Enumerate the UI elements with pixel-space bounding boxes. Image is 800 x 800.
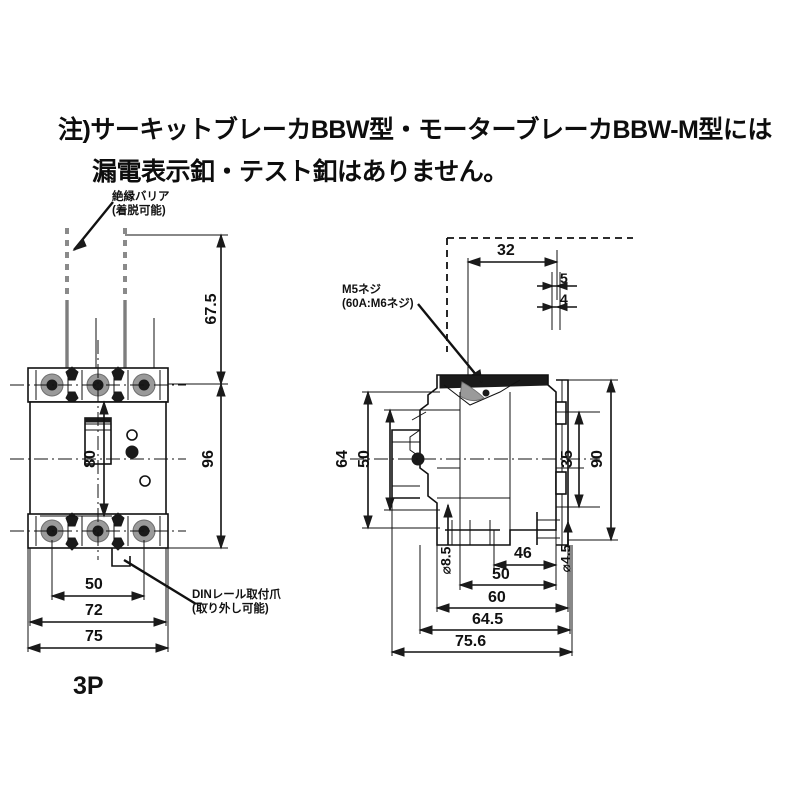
callout-insulation-barrier-line2: (着脱可能) [112,205,166,218]
dim-height-50: 50 [356,450,373,468]
callout-insulation-barrier: 絶縁バリア (着脱可能) [112,190,170,218]
dim-hole-large: ⌀8.5 [437,546,454,575]
dim-inner-width: 72 [85,602,103,619]
dim-width-50: 50 [492,566,510,583]
callout-din-rail-claw-line1: DINレール取付爪 [192,589,281,601]
front-view-caption: 3P [73,672,104,700]
dim-barrier-height: 67.5 [203,293,220,325]
dim-overall-height: 96 [200,450,217,468]
dim-body-height: 80 [82,450,99,468]
dim-width-46: 46 [514,545,532,562]
insulation-barriers [65,228,127,300]
dim-hole-small: ⌀4.5 [557,544,574,573]
dim-height-35: 35 [559,450,576,468]
side-view-group [350,237,633,657]
dim-width-75-6: 75.6 [455,633,487,650]
dim-overall-width: 75 [85,628,103,645]
callout-insulation-barrier-line1: 絶縁バリア [112,191,170,203]
callout-m5-screw-line2: (60A:M6ネジ) [342,298,414,311]
callout-din-rail-claw: DINレール取付爪 (取り外し可能) [192,588,281,616]
dim-width-64-5: 64.5 [472,611,504,628]
dim-mount-pitch-width: 50 [85,576,103,593]
dim-height-64: 64 [334,450,351,468]
note-line-1: 注)サーキットブレーカBBW型・モーターブレーカBBW-M型には [58,116,772,144]
dim-width-60: 60 [488,589,506,606]
dim-step-b: 4 [560,291,568,307]
front-view-group [10,201,228,653]
callout-din-rail-claw-line2: (取り外し可能) [192,603,269,616]
dim-terminal-depth: 32 [497,242,515,259]
note-line-2: 漏電表示釦・テスト釦はありません。 [92,158,508,186]
callout-m5-screw: M5ネジ (60A:M6ネジ) [342,283,414,311]
callout-m5-screw-line1: M5ネジ [342,284,381,296]
dim-step-a: 5 [560,270,568,286]
dim-height-90: 90 [589,450,606,468]
